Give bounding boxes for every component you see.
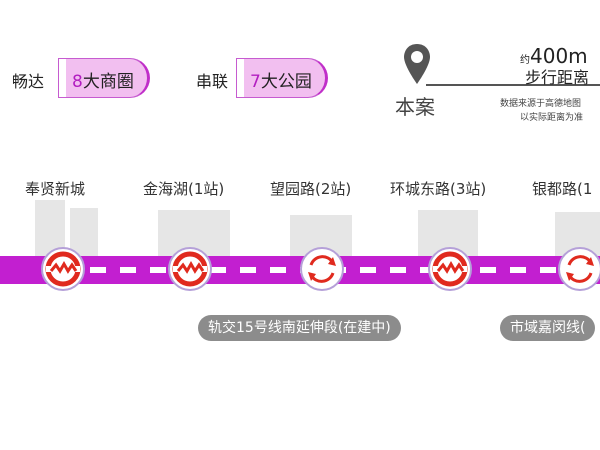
metro-logo-icon — [168, 247, 212, 291]
distance-value: 约400m — [520, 44, 588, 68]
highlight-parks: 串联 7大公园 — [196, 58, 336, 98]
location-pin-icon — [404, 44, 430, 84]
station-label: 银都路(1 — [532, 180, 593, 198]
highlight-box — [58, 58, 150, 98]
metro-logo-icon — [41, 247, 85, 291]
metro-logo-icon — [428, 247, 472, 291]
transfer-icon — [558, 247, 600, 291]
line-tag-15: 轨交15号线南延伸段(在建中) — [198, 315, 401, 341]
source-note: 数据来源于高德地图 — [500, 99, 582, 109]
accuracy-note: 以实际距离为准 — [520, 113, 584, 123]
highlight-box — [236, 58, 328, 98]
highlight-value: 7大公园 — [250, 72, 312, 92]
highlight-label: 畅达 — [12, 72, 45, 91]
highlight-label: 串联 — [196, 72, 229, 91]
distance-line — [426, 84, 600, 86]
highlight-value: 8大商圈 — [72, 72, 134, 92]
highlight-shopping: 畅达 8大商圈 — [12, 58, 152, 98]
line-tag-jiamin: 市域嘉闵线( — [500, 315, 596, 341]
station-label: 环城东路(3站) — [390, 180, 487, 198]
distance-caption: 步行距离 — [525, 68, 590, 87]
station-label: 奉贤新城 — [25, 180, 86, 198]
line-dashes — [90, 267, 600, 273]
station-label: 金海湖(1站) — [143, 180, 225, 198]
station-label: 望园路(2站) — [270, 180, 352, 198]
transfer-icon — [300, 247, 344, 291]
origin-label: 本案 — [395, 95, 435, 119]
